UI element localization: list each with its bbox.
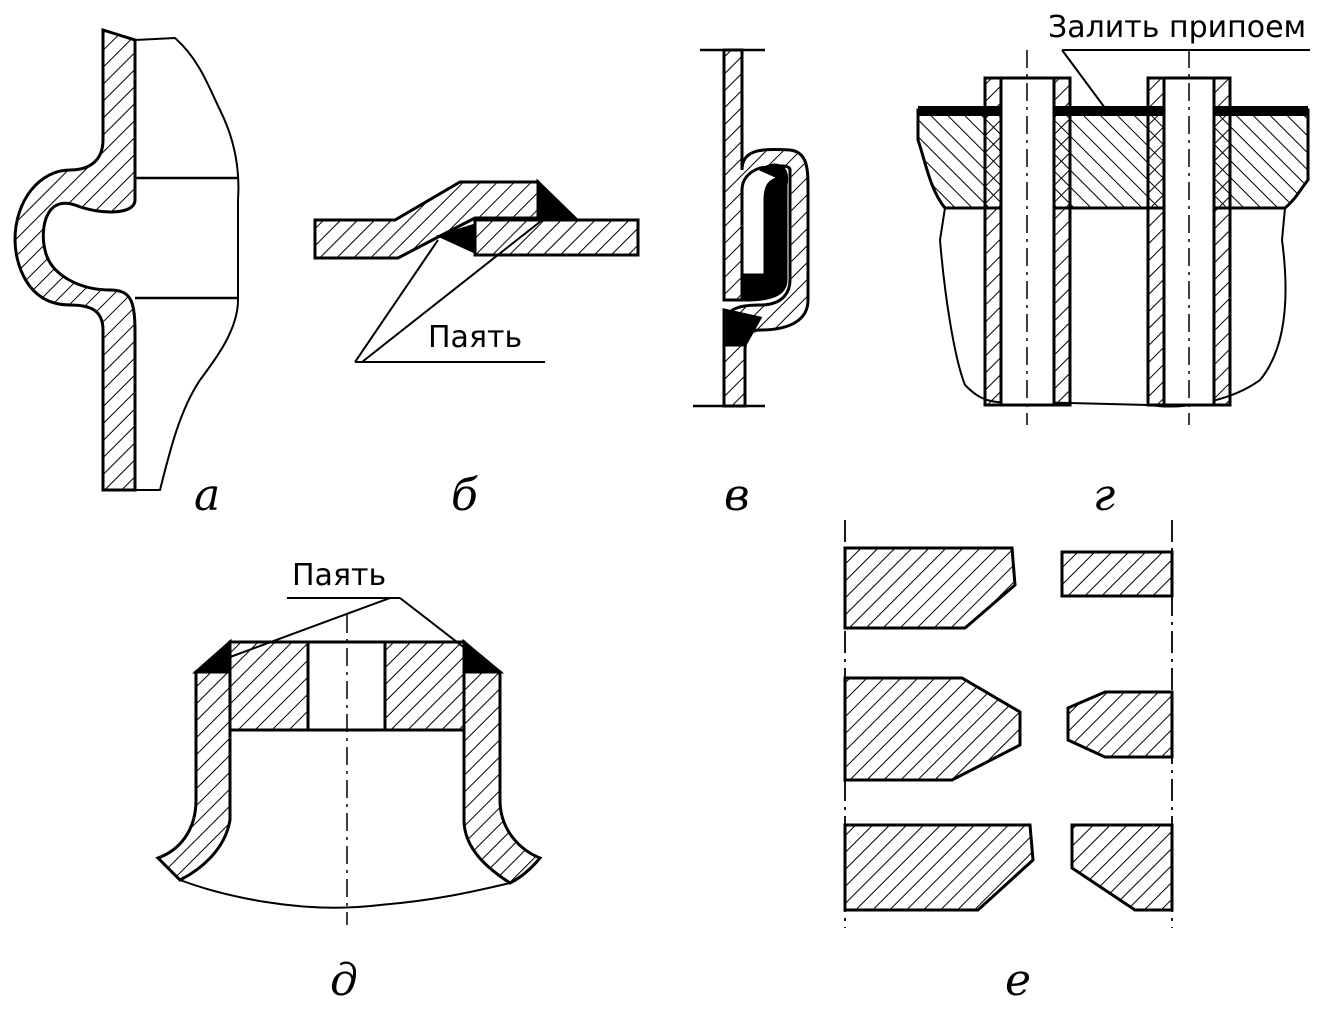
- panel-a-label: а: [194, 470, 221, 521]
- panel-b-drawing: [313, 178, 640, 363]
- panel-a-drawing: [13, 27, 240, 492]
- panel-d-drawing: [155, 597, 543, 925]
- panel-v-label: в: [724, 470, 750, 521]
- panel-v-drawing: [693, 48, 810, 408]
- panel-g-drawing: [916, 49, 1310, 425]
- panel-b-callout: Паять: [428, 320, 523, 355]
- panel-d-label: д: [330, 955, 358, 1006]
- panel-d-callout: Паять: [292, 558, 387, 593]
- panel-b-label: б: [451, 470, 478, 521]
- panel-g-label: г: [1093, 470, 1116, 521]
- panel-e-label: е: [1005, 955, 1032, 1006]
- panel-g-callout: Залить припоем: [1048, 10, 1307, 45]
- panel-e-drawing: [843, 520, 1174, 928]
